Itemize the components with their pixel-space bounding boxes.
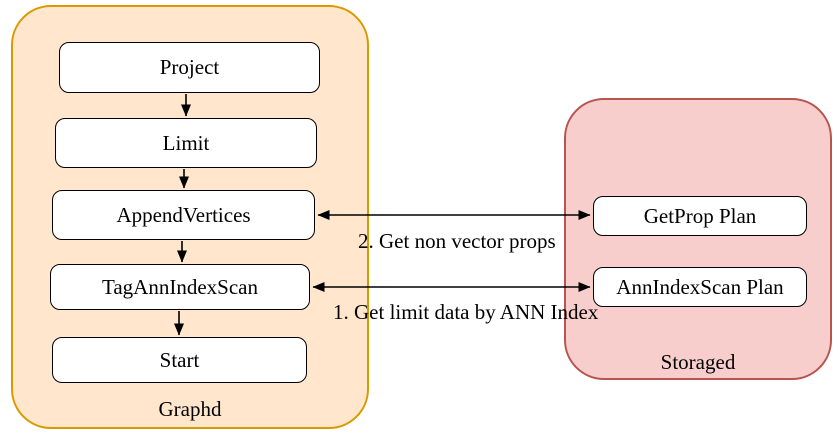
node-start: Start xyxy=(52,337,307,383)
edge-label-get-limit-data: 1. Get limit data by ANN Index xyxy=(333,300,599,324)
storaged-container xyxy=(564,98,832,380)
edge-label-get-non-vector-props: 2. Get non vector props xyxy=(358,229,556,253)
node-appendvertices: AppendVertices xyxy=(52,190,315,240)
node-project: Project xyxy=(59,42,320,93)
node-getprop-plan: GetProp Plan xyxy=(593,196,807,236)
graphd-label: Graphd xyxy=(158,397,222,421)
node-tagannindexscan: TagAnnIndexScan xyxy=(50,264,310,310)
node-limit: Limit xyxy=(55,118,317,168)
storaged-label: Storaged xyxy=(660,350,736,374)
node-annindexscan-plan: AnnIndexScan Plan xyxy=(593,267,807,307)
